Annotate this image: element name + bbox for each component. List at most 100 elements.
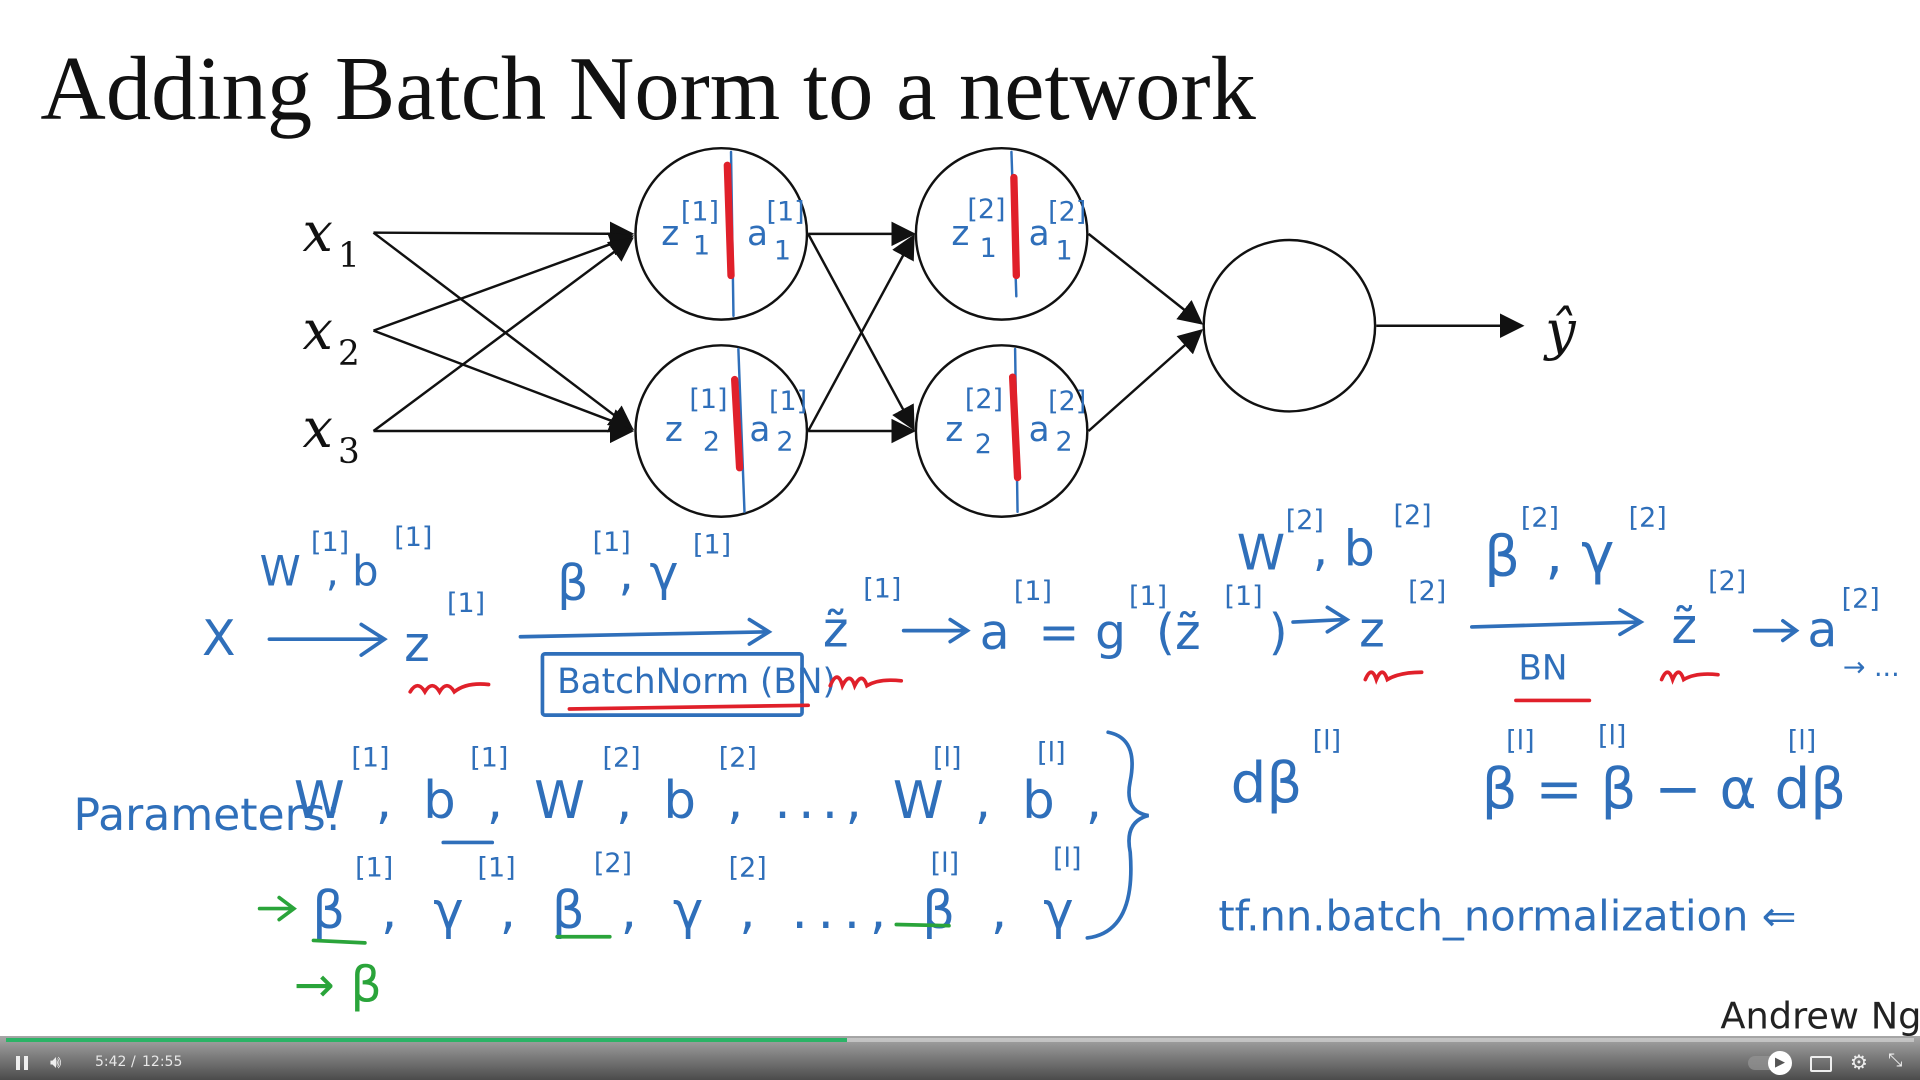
slide-text: 2 (776, 427, 793, 458)
duration: 12:55 (142, 1054, 183, 1070)
slide-text: [1] (769, 386, 807, 417)
slide-text: [1] (351, 743, 389, 774)
slide-text: a (747, 214, 768, 254)
slide-text: z̃ (1671, 598, 1697, 655)
progress-bar[interactable] (6, 1038, 1914, 1042)
slide-stroke (828, 675, 904, 691)
slide-stroke (373, 329, 635, 433)
slide-text: [2] (602, 743, 640, 774)
settings-button[interactable]: ⚙ (1850, 1050, 1868, 1074)
slide-text: [2] (1521, 503, 1559, 534)
pause-icon (16, 1056, 20, 1070)
slide-stroke (359, 622, 388, 657)
slide-text: β , γ , β , γ , ..., β , γ (312, 881, 1083, 941)
slide-text: a (1029, 410, 1050, 450)
slide-stroke (518, 630, 769, 639)
slide-text: [2] (594, 848, 632, 879)
volume-icon: 🔊︎ (50, 1052, 62, 1073)
parameters-list: Parameters: W , b , W , b , ..., W , b ,… (73, 720, 1846, 1013)
slide-text: 3 (338, 432, 360, 472)
slide-text: 2 (1056, 427, 1073, 458)
slide-text: [1] (470, 743, 508, 774)
slide-stroke (914, 344, 1089, 518)
slide-text: = g (1038, 604, 1126, 661)
slide-stroke (723, 161, 735, 280)
slide-text: a (1807, 602, 1837, 659)
slide-text: β (557, 555, 588, 612)
slide-text: [1] (478, 853, 516, 884)
slide-stroke (372, 231, 634, 431)
slide-text: 1 (774, 236, 791, 267)
output-neuron (1202, 238, 1377, 413)
current-time: 5:42 (95, 1054, 127, 1070)
slide-stroke (1363, 670, 1424, 685)
slide-title: Adding Batch Norm to a network (40, 38, 1256, 139)
slide-text: [1] (681, 196, 719, 227)
slide-text: [l] (1788, 725, 1817, 756)
slide-text: [1] (1014, 576, 1052, 607)
slide-text: (z̃ (1156, 604, 1201, 661)
neuron-layer2-unit1: z[2]1 a[2]1 (914, 146, 1089, 321)
slide-stroke (1087, 328, 1204, 432)
exit-fullscreen-button[interactable]: ⤡ (1888, 1050, 1902, 1071)
slide-text: → ... (1843, 652, 1900, 683)
slide-text: BatchNorm (BN) (557, 662, 836, 702)
slide-text: 2 (338, 334, 360, 374)
slide-text: tf.nn.batch_normalization ⇐ (1218, 892, 1796, 941)
neuron-layer1-unit2: z[1]2 a[1]2 (634, 344, 809, 518)
slide-text: [2] (1048, 196, 1086, 227)
slide-text: X (202, 610, 236, 667)
slide-text: [1] (593, 527, 631, 558)
slide-text: 1 (980, 233, 997, 264)
slide-text: , b (326, 546, 379, 595)
slide-stroke (1618, 607, 1645, 637)
slide-text: [2] (1708, 566, 1746, 597)
slide-text: W , b , W , b , ..., W , b , (294, 771, 1110, 831)
slide-text: [l] (933, 743, 962, 774)
slide-stroke (1659, 670, 1720, 685)
slide-stroke (311, 938, 367, 945)
progress-fill (6, 1038, 848, 1042)
slide-text: , γ (1545, 522, 1614, 587)
slide-text: z̃ (823, 602, 849, 659)
slide-text: z (1359, 602, 1385, 659)
slide-text: a (749, 410, 770, 450)
pause-button[interactable] (16, 1056, 30, 1070)
slide-text: z (945, 410, 963, 450)
volume-button[interactable]: 🔊︎ (50, 1052, 61, 1073)
slide-text: [1] (693, 529, 731, 560)
slide-text: [l] (1506, 725, 1535, 756)
captions-button[interactable] (1810, 1056, 1832, 1072)
slide-text: β (1484, 525, 1520, 590)
slide-stroke (277, 895, 297, 922)
slide-text: [1] (1224, 581, 1262, 612)
slide-stroke (914, 146, 1089, 321)
slide-stroke (1325, 605, 1351, 634)
autoplay-toggle[interactable]: ▶ (1748, 1051, 1792, 1075)
slide-stroke (408, 682, 491, 696)
slide-text: [1] (767, 196, 805, 227)
slide-text: 1 (338, 236, 360, 276)
slide-text: 2 (703, 427, 720, 458)
slide-text: Parameters: (73, 790, 340, 841)
network-edges (372, 221, 1525, 444)
slide-stroke (372, 237, 634, 433)
slide-text: W (1237, 524, 1285, 581)
slide-text: a (1029, 214, 1050, 254)
slide-stroke (1085, 730, 1150, 940)
slide-stroke (948, 617, 971, 644)
slide-text: [1] (447, 588, 485, 619)
slide-text: dβ (1231, 751, 1303, 816)
slide-stroke (737, 347, 746, 514)
slide-text: [1] (355, 853, 393, 884)
batchnorm-flow: X W[1] , b[1] z[1] β[1] , γ[1] BatchNorm… (202, 500, 1900, 717)
slide-text: [2] (1048, 386, 1086, 417)
slide-text: x (302, 201, 332, 264)
slide-text: [2] (1286, 505, 1324, 536)
slide-text: [2] (965, 384, 1003, 415)
slide-text: [l] (931, 848, 960, 879)
slide-text: → β (294, 957, 382, 1014)
